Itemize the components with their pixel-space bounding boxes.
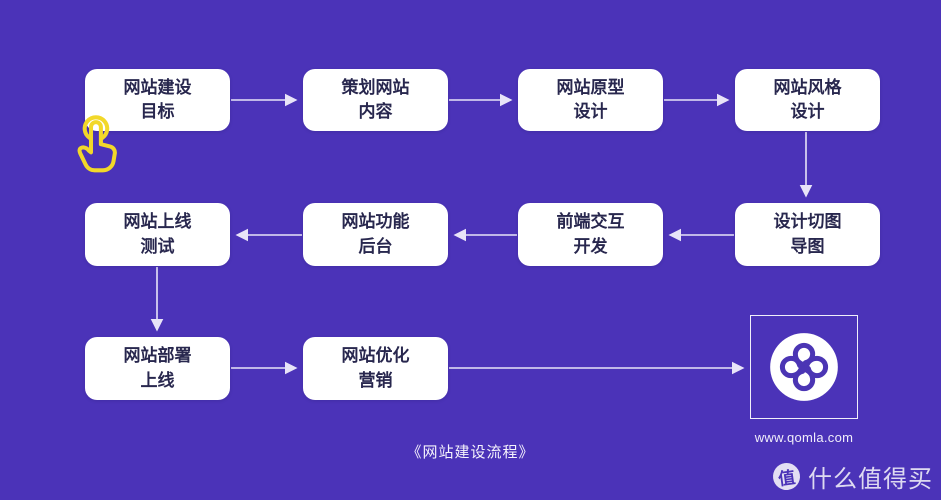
flow-node-launch-testing: 网站上线 测试 bbox=[85, 203, 230, 266]
flow-node-website-goals: 网站建设 目标 bbox=[85, 69, 230, 131]
qomla-website-url: www.qomla.com bbox=[754, 430, 854, 445]
flow-node-prototype-design: 网站原型 设计 bbox=[518, 69, 663, 131]
flow-node-plan-content: 策划网站 内容 bbox=[303, 69, 448, 131]
flow-node-deploy-launch: 网站部署 上线 bbox=[85, 337, 230, 400]
qomla-logo-icon bbox=[770, 333, 838, 401]
flow-node-design-slicing: 设计切图 导图 bbox=[735, 203, 880, 266]
smzdm-badge-icon: 值 bbox=[771, 461, 802, 492]
smzdm-brand-text: 什么值得买 bbox=[808, 466, 933, 493]
flowchart-caption: 《网站建设流程》 bbox=[406, 444, 535, 461]
smzdm-watermark: 值 什么值得买 bbox=[771, 459, 933, 494]
hand-outline bbox=[77, 120, 117, 173]
tap-ripple-circle bbox=[82, 115, 110, 140]
flow-node-style-design: 网站风格 设计 bbox=[735, 69, 880, 131]
flow-node-function-backend: 网站功能 后台 bbox=[303, 203, 448, 266]
tap-hand-icon bbox=[77, 115, 117, 173]
qomla-logo-box bbox=[750, 315, 858, 419]
flow-node-optimize-marketing: 网站优化 营销 bbox=[303, 337, 448, 400]
flow-node-frontend-dev: 前端交互 开发 bbox=[518, 203, 663, 266]
